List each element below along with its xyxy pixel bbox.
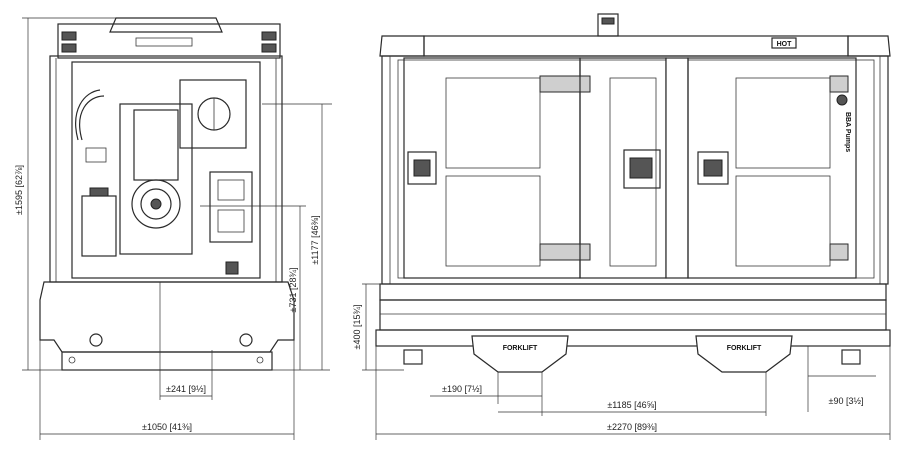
front-skid bbox=[61, 351, 273, 371]
side-base-top bbox=[379, 283, 887, 301]
front-base bbox=[39, 281, 295, 353]
side-foot-right bbox=[841, 349, 861, 365]
engine-head bbox=[133, 109, 179, 181]
pump-housing-inner bbox=[140, 188, 172, 220]
door-right bbox=[687, 57, 857, 279]
hose-left bbox=[75, 89, 101, 141]
side-foot-left bbox=[403, 349, 423, 365]
forklift-pocket-right bbox=[695, 335, 793, 373]
door-middle bbox=[579, 57, 667, 279]
side-view: HOT BBA Pumps bbox=[352, 13, 891, 440]
hot-label: HOT bbox=[777, 41, 793, 48]
bolt-2 bbox=[256, 356, 264, 364]
dim-front-inner-height: ±1177 [46⅜] bbox=[310, 215, 320, 264]
door-left-panel-top bbox=[445, 77, 541, 169]
fuel-filter bbox=[81, 195, 117, 257]
brand-label: BBA Pumps bbox=[844, 112, 851, 152]
dim-side-base-height: ±400 [15¾] bbox=[352, 305, 362, 350]
front-roof bbox=[57, 23, 281, 59]
front-view: ±1595 [62⅞] ±1177 [46⅜] ±731 [28¾] ±241 … bbox=[14, 17, 332, 440]
latch-middle bbox=[623, 149, 661, 189]
latch-right-icon bbox=[703, 159, 723, 177]
dim-side-end-offset: ±90 [3½] bbox=[829, 396, 864, 406]
exhaust-cap bbox=[601, 17, 615, 25]
latch-right bbox=[697, 151, 729, 185]
front-corner-top-left bbox=[61, 31, 77, 41]
control-panel bbox=[179, 79, 247, 149]
door-right-panel-top bbox=[735, 77, 831, 169]
front-skid-hole-right bbox=[239, 333, 253, 347]
side-skid bbox=[375, 329, 891, 347]
hinge-left-top bbox=[539, 75, 591, 93]
door-left-panel-bottom bbox=[445, 175, 541, 267]
hot-label-box bbox=[771, 37, 797, 49]
exhaust-stack bbox=[597, 13, 619, 37]
front-corner-top-left-2 bbox=[61, 43, 77, 53]
pump-housing-outer bbox=[131, 179, 181, 229]
battery-terminal-box bbox=[217, 179, 245, 201]
door-middle-panel bbox=[609, 77, 657, 267]
forklift-pocket-left bbox=[471, 335, 569, 373]
front-corner-top-right-2 bbox=[261, 43, 277, 53]
bolt-1 bbox=[68, 356, 76, 364]
pump-shaft bbox=[150, 198, 162, 210]
dim-fork-spacing: ±1185 [46⅝] bbox=[607, 400, 656, 410]
side-base-rail bbox=[379, 299, 887, 331]
engine-block bbox=[119, 103, 193, 255]
forklift-label-left: FORKLIFT bbox=[503, 345, 538, 352]
hinge-right-top bbox=[829, 75, 849, 93]
hinge-left-bottom bbox=[539, 243, 591, 261]
side-roof-corner-right bbox=[847, 35, 891, 57]
latch-icon bbox=[413, 159, 431, 177]
dim-front-mid-height: ±731 [28¾] bbox=[288, 268, 298, 313]
front-body-frame bbox=[49, 55, 283, 283]
dim-front-height: ±1595 [62⅞] bbox=[14, 165, 24, 215]
dim-front-width: ±1050 [41⅜] bbox=[142, 422, 192, 432]
battery-box bbox=[209, 171, 253, 243]
hinge-right-bottom bbox=[829, 243, 849, 261]
hose-left-inner bbox=[79, 95, 105, 141]
filter-box bbox=[85, 147, 107, 163]
front-opening bbox=[71, 61, 261, 279]
latch-middle-icon bbox=[629, 157, 653, 179]
front-corner-top-right bbox=[261, 31, 277, 41]
door-divider bbox=[665, 57, 689, 279]
lifting-eye-top bbox=[109, 17, 223, 33]
battery-cells bbox=[217, 209, 245, 233]
front-skid-hole-left bbox=[89, 333, 103, 347]
side-roof-corner-left bbox=[379, 35, 425, 57]
door-right-panel-bottom bbox=[735, 175, 831, 267]
drain-plug bbox=[225, 261, 239, 275]
forklift-label-right: FORKLIFT bbox=[727, 345, 762, 352]
bba-logo-icon bbox=[836, 94, 848, 106]
dim-fork-width: ±190 [7½] bbox=[442, 384, 482, 394]
front-nameplate bbox=[135, 37, 193, 47]
dim-front-offset: ±241 [9½] bbox=[166, 384, 206, 394]
latch-left bbox=[407, 151, 437, 185]
filter-cap bbox=[89, 187, 109, 197]
dim-side-width: ±2270 [89⅜] bbox=[607, 422, 657, 432]
